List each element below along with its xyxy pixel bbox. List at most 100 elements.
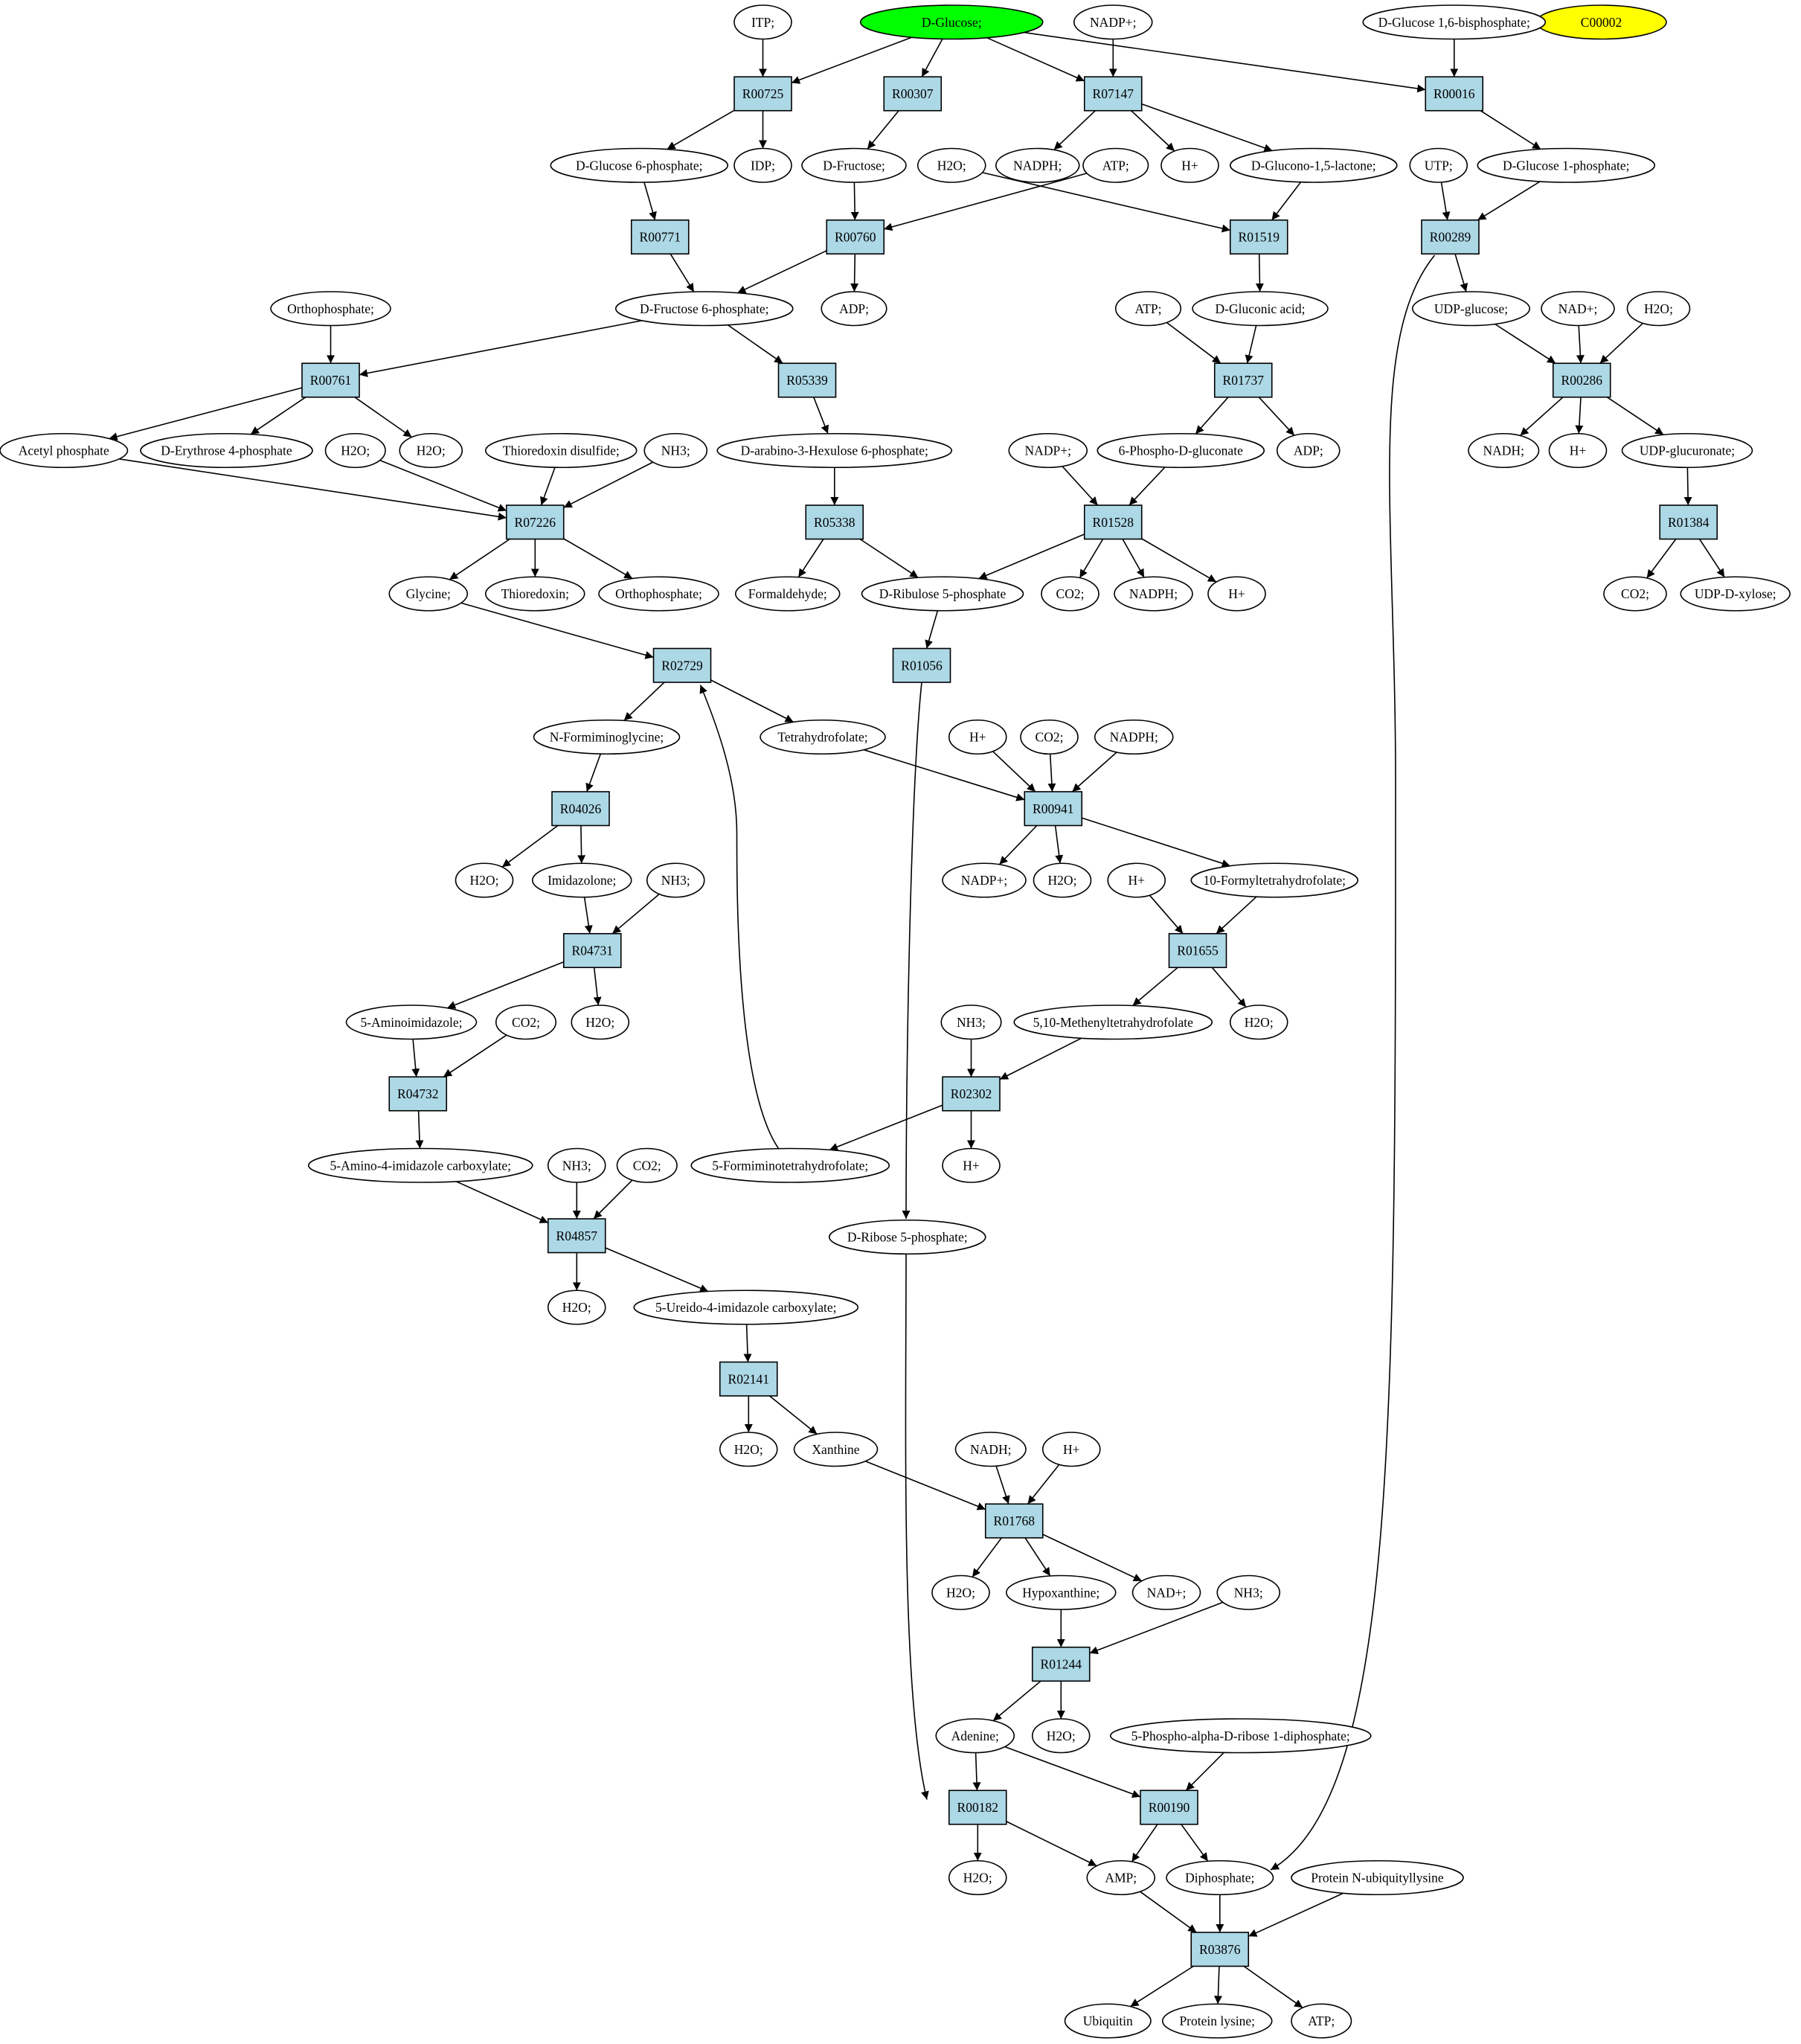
compound-node-ubiqlysine[interactable]: Protein N-ubiquityllysine: [1291, 1859, 1464, 1896]
compound-node-h2o_6[interactable]: H2O;: [1033, 862, 1092, 898]
compound-node-atp_1[interactable]: ATP;: [1082, 147, 1149, 183]
compound-node-hplus_2[interactable]: H+: [1548, 432, 1608, 469]
compound-node-formylthf[interactable]: 10-Formyltetrahydrofolate;: [1190, 862, 1359, 898]
compound-node-adenine[interactable]: Adenine;: [935, 1718, 1015, 1754]
compound-node-h2o_8[interactable]: H2O;: [1229, 1005, 1288, 1040]
compound-node-h2o_12[interactable]: H2O;: [1031, 1718, 1091, 1754]
reaction-node-r01519[interactable]: R01519: [1229, 219, 1288, 255]
reaction-node-r00771[interactable]: R00771: [630, 219, 690, 255]
reaction-node-r01768[interactable]: R01768: [984, 1503, 1044, 1539]
compound-node-co2_1[interactable]: CO2;: [1041, 576, 1099, 612]
compound-node-amp[interactable]: AMP;: [1086, 1859, 1156, 1896]
compound-node-orthophosphate_2[interactable]: Orthophosphate;: [598, 576, 719, 612]
compound-node-hexulose6p[interactable]: D-arabino-3-Hexulose 6-phosphate;: [716, 432, 953, 469]
compound-node-h2o_3[interactable]: H2O;: [324, 432, 386, 469]
reaction-node-r00289[interactable]: R00289: [1421, 219, 1480, 255]
compound-node-hplus_7[interactable]: H+: [1041, 1432, 1101, 1467]
reaction-node-r00761[interactable]: R00761: [301, 362, 360, 398]
compound-node-formaldehyde[interactable]: Formaldehyde;: [734, 576, 841, 612]
compound-node-co2_5[interactable]: CO2;: [616, 1147, 678, 1183]
compound-node-glycine[interactable]: Glycine;: [388, 576, 469, 612]
compound-node-h2o_9[interactable]: H2O;: [547, 1289, 606, 1325]
compound-node-h2o_1[interactable]: H2O;: [916, 147, 986, 183]
compound-node-nadp_3[interactable]: NADP+;: [942, 862, 1027, 898]
reaction-node-r01737[interactable]: R01737: [1213, 362, 1273, 398]
compound-node-h2o_7[interactable]: H2O;: [571, 1005, 630, 1040]
compound-node-nad_2[interactable]: NAD+;: [1131, 1574, 1201, 1610]
reaction-node-r00190[interactable]: R00190: [1140, 1790, 1198, 1825]
compound-node-aminoimidazole[interactable]: 5-Aminoimidazole;: [345, 1005, 478, 1040]
compound-node-hplus_3[interactable]: H+: [1207, 576, 1266, 612]
reaction-node-r04857[interactable]: R04857: [547, 1218, 606, 1254]
compound-node-h2o_4[interactable]: H2O;: [399, 432, 463, 469]
compound-node-nadp_2[interactable]: NADP+;: [1008, 432, 1088, 469]
compound-node-idp[interactable]: IDP;: [733, 147, 792, 183]
compound-node-nh3_5[interactable]: NH3;: [1216, 1574, 1281, 1610]
reaction-node-r04026[interactable]: R04026: [551, 791, 610, 827]
reaction-node-r01244[interactable]: R01244: [1031, 1646, 1091, 1682]
compound-node-trxdisulfide[interactable]: Thioredoxin disulfide;: [484, 432, 638, 469]
reaction-node-r07147[interactable]: R07147: [1083, 76, 1143, 112]
compound-node-co2_4[interactable]: CO2;: [495, 1005, 557, 1040]
compound-node-c00002[interactable]: C00002: [1535, 4, 1667, 40]
compound-node-imidazolone[interactable]: Imidazolone;: [531, 862, 632, 898]
reaction-node-r01655[interactable]: R01655: [1168, 932, 1227, 969]
compound-node-atp_2[interactable]: ATP;: [1114, 291, 1182, 327]
compound-node-ureidocarboxylate[interactable]: 5-Ureido-4-imidazole carboxylate;: [633, 1289, 859, 1325]
compound-node-xanthine[interactable]: Xanthine: [793, 1432, 879, 1467]
compound-node-g6p[interactable]: D-Glucose 6-phosphate;: [550, 147, 729, 183]
compound-node-nadph_1[interactable]: NADPH;: [995, 147, 1080, 183]
compound-node-f6p[interactable]: D-Fructose 6-phosphate;: [614, 291, 794, 327]
compound-node-h2o_10[interactable]: H2O;: [719, 1432, 778, 1467]
reaction-node-r02729[interactable]: R02729: [652, 647, 712, 683]
reaction-node-r00725[interactable]: R00725: [733, 76, 792, 112]
reaction-node-r04732[interactable]: R04732: [388, 1076, 448, 1112]
compound-node-nad_1[interactable]: NAD+;: [1541, 291, 1615, 327]
reaction-node-r01056[interactable]: R01056: [892, 647, 951, 683]
compound-node-nh3_1[interactable]: NH3;: [643, 432, 708, 469]
reaction-node-r02302[interactable]: R02302: [942, 1076, 1001, 1112]
compound-node-r5p[interactable]: D-Ribose 5-phosphate;: [828, 1219, 986, 1255]
compound-node-pgluconate[interactable]: 6-Phospho-D-gluconate: [1097, 432, 1265, 469]
compound-node-thf[interactable]: Tetrahydrofolate;: [760, 719, 886, 755]
reaction-node-r00941[interactable]: R00941: [1024, 791, 1083, 827]
reaction-node-r07226[interactable]: R07226: [505, 504, 565, 540]
compound-node-nadph_2[interactable]: NADPH;: [1114, 576, 1193, 612]
compound-node-itp[interactable]: ITP;: [733, 4, 792, 40]
compound-node-nadh_2[interactable]: NADH;: [954, 1432, 1027, 1467]
compound-node-methenylthf[interactable]: 5,10-Methenyltetrahydrofolate: [1013, 1005, 1213, 1040]
compound-node-hypoxanthine[interactable]: Hypoxanthine;: [1005, 1574, 1117, 1610]
compound-node-adp_2[interactable]: ADP;: [1276, 432, 1341, 469]
reaction-node-r05338[interactable]: R05338: [805, 504, 864, 540]
compound-node-hplus_5[interactable]: H+: [1107, 862, 1166, 898]
compound-node-h2o_13[interactable]: H2O;: [948, 1859, 1007, 1896]
compound-node-nadph_3[interactable]: NADPH;: [1094, 719, 1174, 755]
compound-node-gluconolactone[interactable]: D-Glucono-1,5-lactone;: [1229, 147, 1398, 183]
compound-node-orthophosphate_1[interactable]: Orthophosphate;: [270, 291, 391, 327]
compound-node-co2_3[interactable]: CO2;: [1020, 719, 1079, 755]
reaction-node-r00307[interactable]: R00307: [883, 76, 943, 112]
compound-node-aicarboxylate[interactable]: 5-Amino-4-imidazole carboxylate;: [307, 1147, 533, 1183]
compound-node-g1p[interactable]: D-Glucose 1-phosphate;: [1477, 147, 1656, 183]
compound-node-gluconic[interactable]: D-Gluconic acid;: [1192, 291, 1329, 327]
reaction-node-r00760[interactable]: R00760: [826, 219, 885, 255]
compound-node-nh3_2[interactable]: NH3;: [646, 862, 705, 898]
compound-node-h2o_11[interactable]: H2O;: [931, 1574, 990, 1610]
compound-node-h2o_2[interactable]: H2O;: [1626, 291, 1691, 327]
compound-node-udpglucuronate[interactable]: UDP-glucuronate;: [1621, 432, 1753, 469]
compound-node-forminothf[interactable]: 5-Formiminotetrahydrofolate;: [690, 1147, 890, 1183]
compound-node-udpxylose[interactable]: UDP-D-xylose;: [1680, 576, 1791, 612]
compound-node-hplus_4[interactable]: H+: [948, 719, 1007, 755]
compound-node-nadp_1[interactable]: NADP+;: [1073, 4, 1153, 40]
compound-node-utp[interactable]: UTP;: [1409, 147, 1468, 183]
reaction-node-r03876[interactable]: R03876: [1190, 1932, 1250, 1967]
compound-node-acetylp[interactable]: Acetyl phosphate: [0, 432, 129, 469]
compound-node-prpp[interactable]: 5-Phospho-alpha-D-ribose 1-diphosphate;: [1109, 1718, 1372, 1754]
compound-node-atp_3[interactable]: ATP;: [1291, 2003, 1352, 2039]
reaction-node-r00286[interactable]: R00286: [1552, 362, 1611, 398]
reaction-node-r01384[interactable]: R01384: [1659, 504, 1718, 540]
compound-node-thioredoxin[interactable]: Thioredoxin;: [484, 576, 585, 612]
compound-node-ru5p[interactable]: D-Ribulose 5-phosphate: [861, 576, 1024, 612]
compound-node-hplus_6[interactable]: H+: [942, 1147, 1001, 1183]
compound-node-e4p[interactable]: D-Erythrose 4-phosphate: [140, 432, 313, 469]
